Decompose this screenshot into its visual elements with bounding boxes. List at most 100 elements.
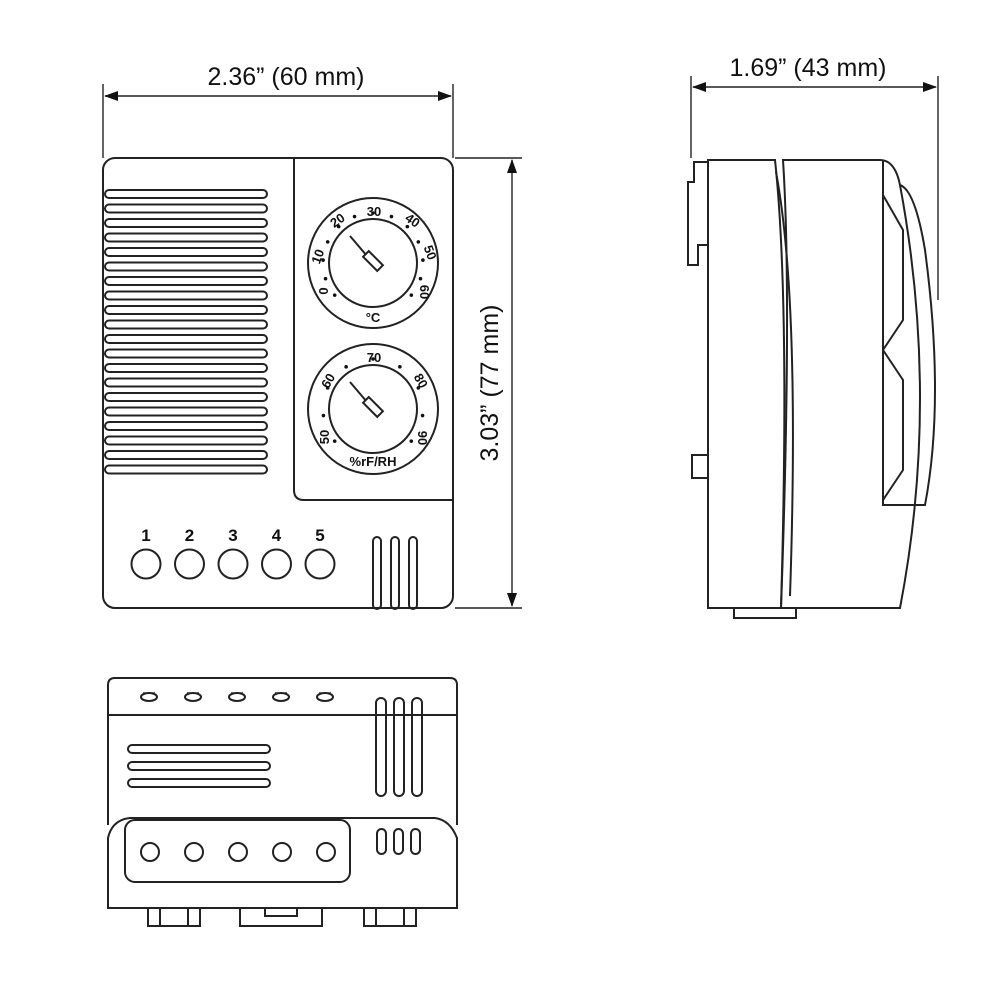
- terminal-hole: [184, 842, 204, 862]
- temperature-scale-20: 20: [327, 210, 347, 231]
- dial-tick: [325, 386, 330, 390]
- depth-dimension: 1.69” (43 mm): [690, 54, 939, 300]
- temperature-scale-0: 0: [316, 287, 331, 294]
- dial-tick: [398, 365, 402, 369]
- vent-slot: [104, 305, 268, 315]
- vent-slot: [104, 319, 268, 330]
- vent-slot: [104, 392, 268, 402]
- humidity-dial: 50 60 70 80 90 %rF/RH: [307, 343, 439, 475]
- dial-tick: [389, 214, 394, 219]
- terminal-hole: [272, 842, 292, 862]
- screw-head: [184, 692, 202, 702]
- humidity-scale-90: 90: [415, 431, 430, 445]
- dial-tick: [371, 357, 375, 361]
- humidity-scale-50: 50: [317, 430, 332, 444]
- dial-tick: [323, 276, 328, 281]
- temperature-scale-50: 50: [421, 243, 440, 262]
- temperature-scale-10: 10: [308, 247, 327, 266]
- vent-slot: [104, 247, 268, 257]
- dial-tick: [321, 413, 326, 418]
- humidity-unit: %rF/RH: [350, 454, 397, 469]
- vent-slot: [104, 189, 268, 199]
- terminal-number: 4: [272, 526, 282, 545]
- front-housing: [102, 157, 454, 609]
- height-label: 3.03” (77 mm): [476, 305, 504, 462]
- dial-tick: [332, 293, 337, 297]
- bottom-lower-housing: [107, 817, 458, 909]
- side-body: [779, 159, 921, 609]
- bottom-top-housing: [107, 677, 458, 825]
- dial-tick: [420, 413, 425, 418]
- dial-tick: [325, 240, 330, 244]
- vent-slot: [104, 334, 268, 344]
- vent-slot: [104, 450, 268, 460]
- screw-head: [316, 692, 334, 702]
- humidity-scale-60: 60: [318, 371, 338, 391]
- side-view: 1.69” (43 mm): [687, 54, 939, 619]
- terminal-screw: [304, 548, 336, 580]
- dial-tick: [321, 258, 325, 262]
- side-bottom-tab: [733, 607, 797, 619]
- dial-tick: [418, 276, 423, 281]
- bottom-view: [107, 677, 458, 927]
- side-front-panel: [882, 160, 936, 506]
- terminal-number: 3: [228, 526, 237, 545]
- temperature-scale-60: 60: [417, 285, 432, 299]
- front-ventilation-slots: [104, 189, 268, 475]
- front-view: 2.36” (60 mm) 3.03” (77 mm) 0 10 20 30 4…: [102, 63, 522, 610]
- dial-tick: [332, 439, 337, 443]
- terminal-screw-row: [140, 692, 334, 702]
- dial-panel: [293, 158, 453, 501]
- vent-slot: [104, 261, 268, 272]
- screw-head: [272, 692, 290, 702]
- vent-slot: [104, 276, 268, 286]
- vent-slot: [104, 218, 268, 228]
- vent-slot: [104, 377, 268, 388]
- temperature-scale-30: 30: [367, 204, 381, 219]
- bottom-terminal-holes: [140, 842, 336, 862]
- dial-tick: [409, 439, 414, 443]
- vent-slot: [104, 203, 268, 214]
- side-base: [707, 159, 786, 609]
- dial-tick: [416, 386, 421, 390]
- width-label: 2.36” (60 mm): [208, 63, 365, 91]
- terminal-hole: [316, 842, 336, 862]
- din-clip-upper: [687, 161, 708, 266]
- front-side-vents: [372, 536, 418, 610]
- temperature-scale-40: 40: [402, 210, 422, 231]
- vent-slot: [127, 778, 271, 788]
- vent-slot: [104, 435, 268, 446]
- vent-slot: [104, 290, 268, 301]
- vent-slot: [104, 348, 268, 359]
- width-dimension: 2.36” (60 mm): [102, 63, 454, 158]
- terminal-screw: [261, 548, 292, 580]
- dial-tick: [421, 258, 425, 262]
- terminal-hole: [228, 842, 248, 862]
- side-knob-profiles: [881, 194, 904, 501]
- vent-slot: [127, 744, 271, 754]
- humidity-scale-70: 70: [367, 350, 381, 365]
- terminal-screw: [130, 548, 162, 580]
- humidity-scale-80: 80: [411, 371, 431, 391]
- vent-slot: [104, 406, 268, 417]
- vent-slot: [127, 761, 271, 771]
- temperature-dial: 0 10 20 30 40 50 60 °C: [307, 197, 440, 329]
- side-body-contour: [775, 171, 794, 597]
- screw-head: [228, 692, 246, 702]
- terminal-number: 1: [141, 526, 150, 545]
- dial-tick: [371, 211, 375, 215]
- vent-slot: [104, 363, 268, 373]
- vent-slot: [104, 421, 268, 431]
- terminal-hole: [140, 842, 160, 862]
- vent-slot: [104, 232, 268, 243]
- terminal-screw: [174, 548, 205, 580]
- bottom-small-vents: [376, 828, 421, 855]
- dial-tick: [344, 365, 348, 369]
- dial-tick: [405, 224, 410, 229]
- dial-tick: [352, 214, 357, 219]
- humidity-knob-tip: [361, 395, 385, 419]
- depth-label: 1.69” (43 mm): [730, 54, 887, 82]
- terminal-number: 5: [315, 526, 324, 545]
